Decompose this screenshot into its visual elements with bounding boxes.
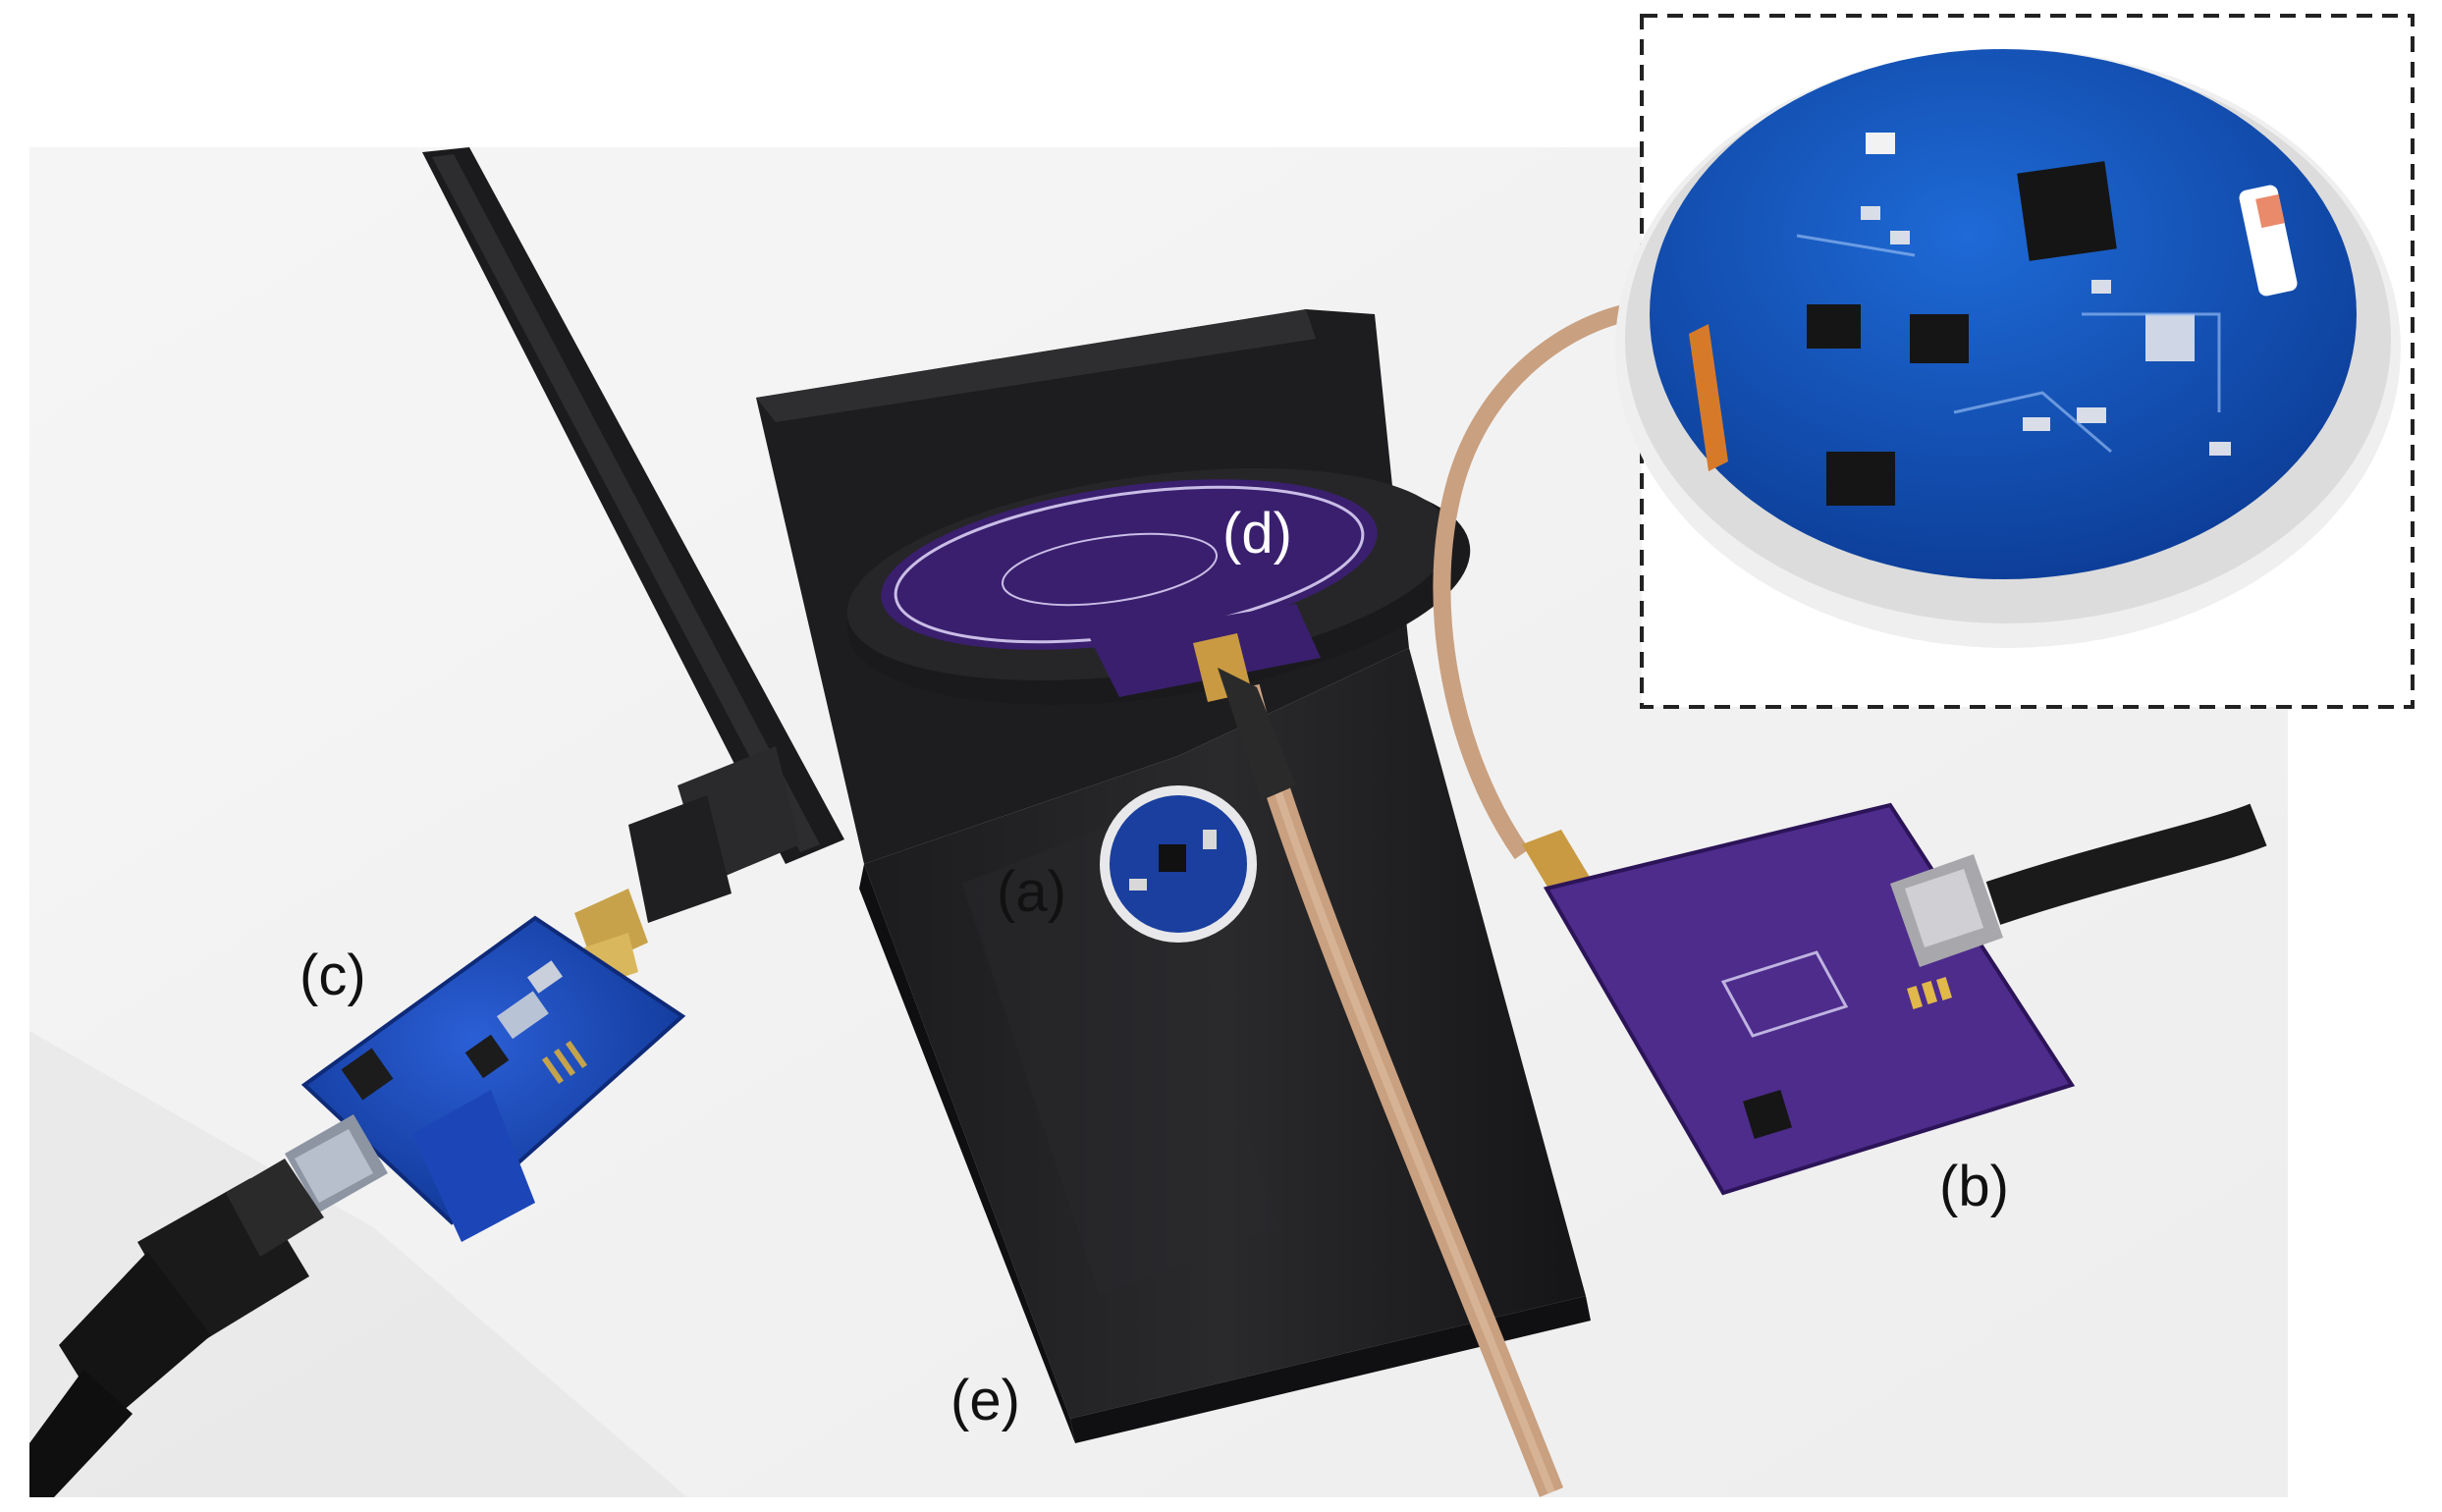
whip-antenna bbox=[422, 147, 844, 987]
inset-zoom-view bbox=[1615, 14, 2415, 709]
label-d: (d) bbox=[1222, 502, 1292, 566]
label-e: (e) bbox=[950, 1369, 1020, 1432]
power-cable bbox=[1985, 803, 2267, 925]
blue-usb-receiver-board bbox=[285, 915, 686, 1242]
coax-cable-rear bbox=[1433, 300, 1651, 860]
label-a: (a) bbox=[997, 860, 1066, 924]
label-c: (c) bbox=[299, 944, 366, 1007]
purple-reader-board bbox=[1543, 802, 2076, 1196]
reader-antenna-coil bbox=[846, 467, 1471, 705]
usb-cable bbox=[29, 1159, 324, 1497]
black-stand bbox=[756, 309, 1591, 1443]
wearable-tag-device bbox=[1100, 785, 1257, 943]
label-b: (b) bbox=[1939, 1155, 2009, 1218]
